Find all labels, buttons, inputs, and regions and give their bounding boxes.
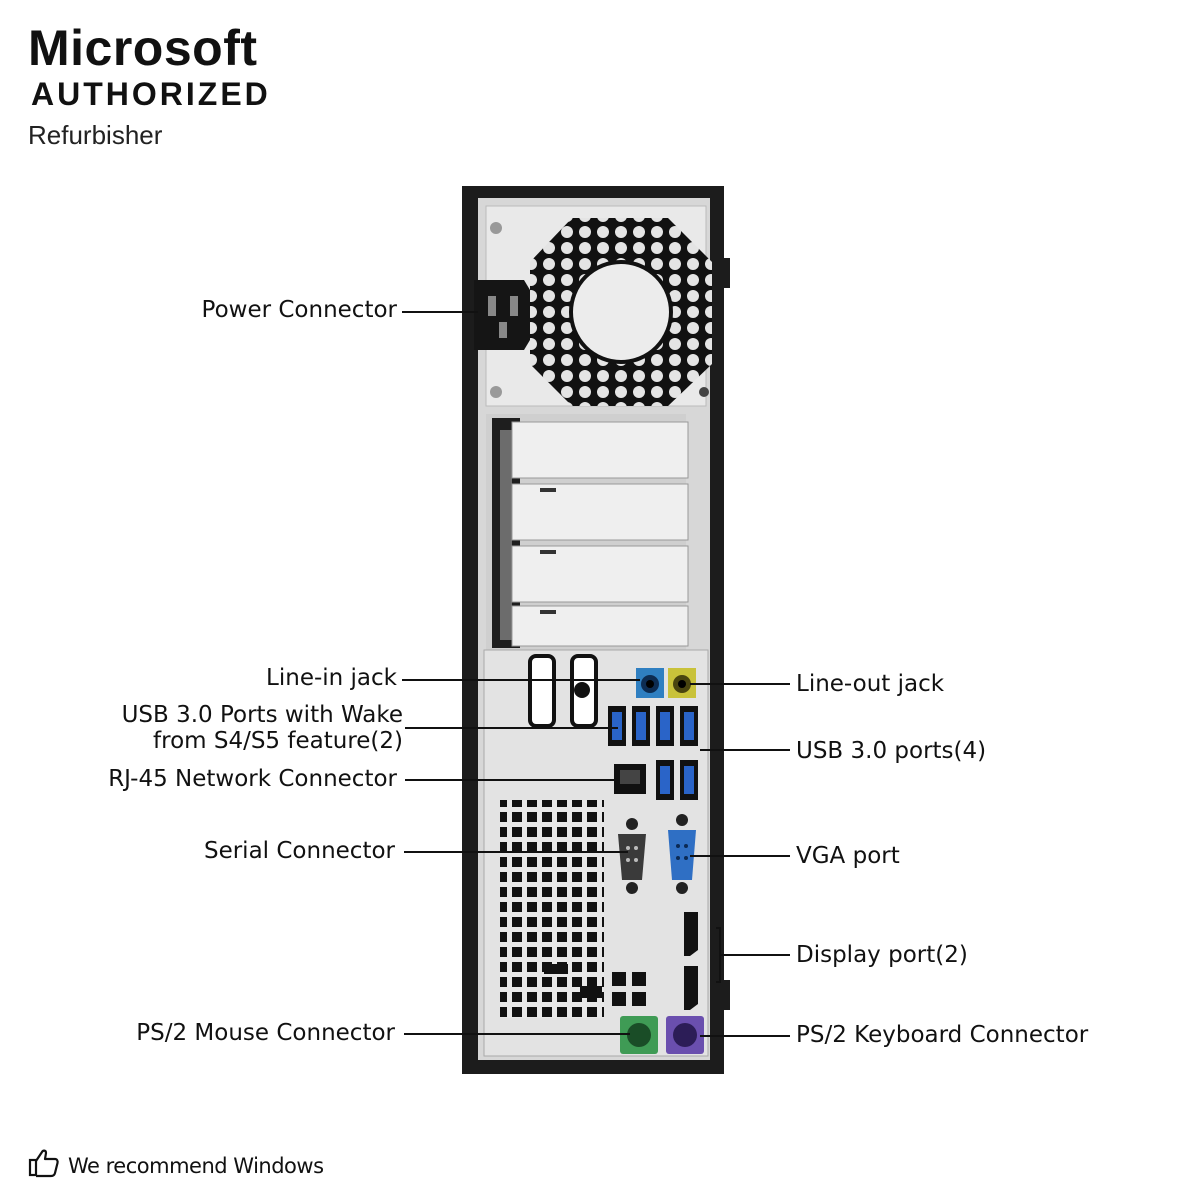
fan-hub (569, 260, 673, 364)
label-vga-port: VGA port (796, 843, 900, 869)
panel-cutouts (544, 964, 646, 1006)
expansion-slots (486, 414, 689, 650)
label-usb3-ports: USB 3.0 ports(4) (796, 738, 987, 764)
label-line-in-jack: Line-in jack (266, 665, 397, 691)
label-serial-connector: Serial Connector (203, 838, 395, 864)
logo-brand: Microsoft (28, 20, 258, 76)
serial-port (618, 818, 646, 894)
vent-grille (500, 800, 604, 1018)
padlock-loop (528, 654, 598, 728)
thumbs-up-icon (28, 1148, 60, 1183)
ps2-keyboard-port (666, 1016, 704, 1054)
label-line-out-jack: Line-out jack (796, 671, 945, 697)
label-usb-wake-line2: from S4/S5 feature(2) (153, 728, 403, 754)
display-ports (684, 912, 698, 1010)
callout-lines (402, 311, 790, 1037)
label-ps2-keyboard: PS/2 Keyboard Connector (796, 1022, 1089, 1048)
label-power-connector: Power Connector (201, 297, 397, 323)
recommend-windows: We recommend Windows (28, 1148, 324, 1183)
label-usb-wake-line1: USB 3.0 Ports with Wake (121, 702, 403, 728)
recommend-text: We recommend Windows (68, 1153, 324, 1178)
line-in-jack (636, 668, 664, 698)
label-display-port: Display port(2) (796, 942, 968, 968)
power-supply (474, 205, 712, 407)
logo-refurbisher: Refurbisher (28, 120, 163, 150)
label-rj45-network: RJ-45 Network Connector (108, 766, 397, 792)
ps2-mouse-port (620, 1016, 658, 1054)
usb-wake-ports (608, 706, 650, 746)
microsoft-authorized-logo: Microsoft AUTHORIZED Refurbisher (28, 20, 271, 152)
label-ps2-mouse: PS/2 Mouse Connector (136, 1020, 395, 1046)
logo-authorized: AUTHORIZED (31, 76, 271, 112)
usb3-ports (656, 706, 698, 800)
vga-port (668, 814, 696, 894)
power-connector-socket (474, 280, 530, 350)
rj45-port (614, 764, 646, 794)
